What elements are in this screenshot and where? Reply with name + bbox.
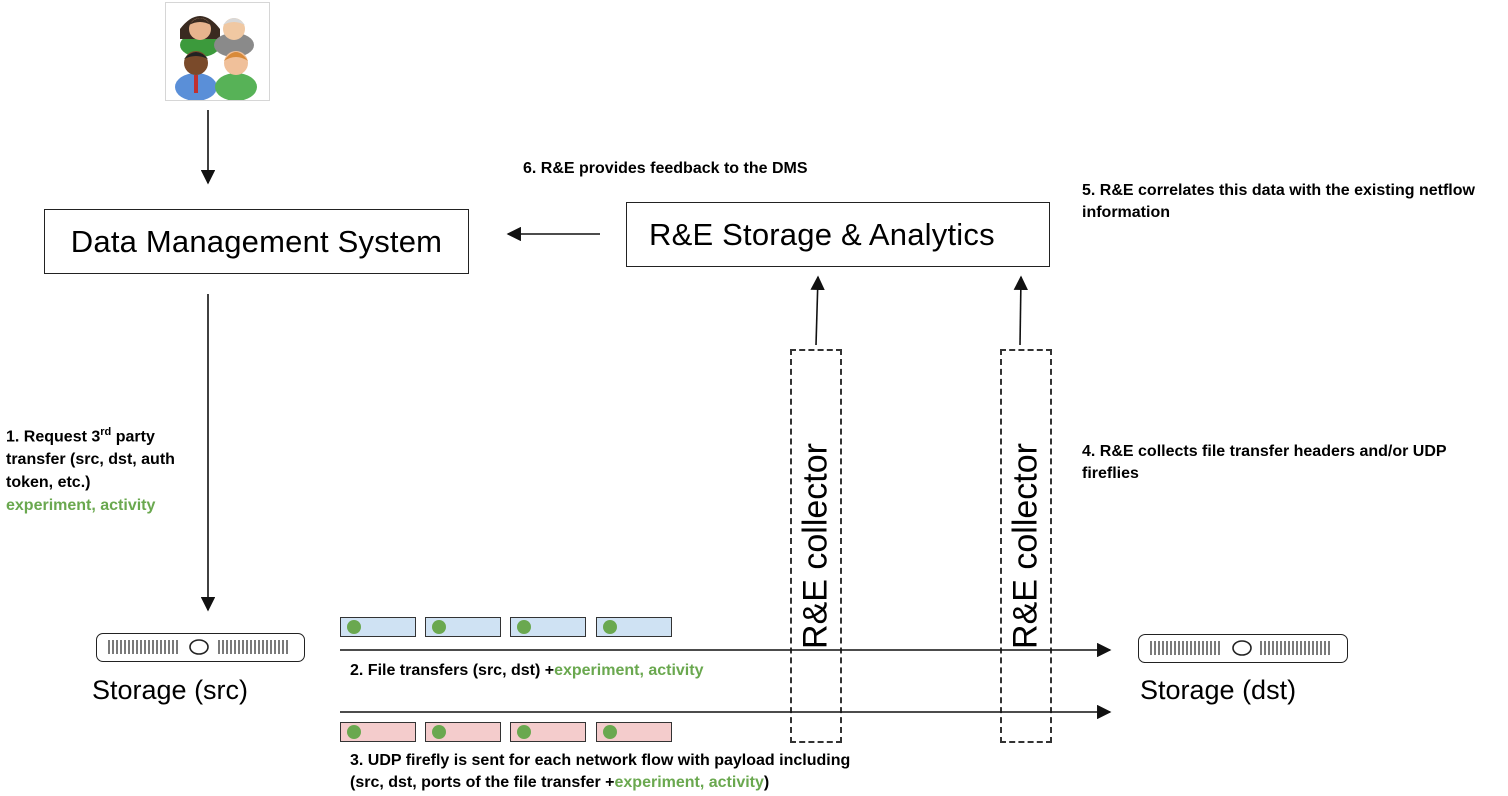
udp-firefly-packet <box>425 722 501 742</box>
file-transfer-packet <box>596 617 672 637</box>
storage-server-icon <box>96 633 305 662</box>
packet-dot <box>517 620 531 634</box>
step-4-note: 4. R&E collects file transfer headers an… <box>1082 443 1447 482</box>
file-transfer-packet <box>340 617 416 637</box>
data-management-system-box: Data Management System <box>44 209 469 274</box>
udp-firefly-packet <box>596 722 672 742</box>
packet-dot <box>432 620 446 634</box>
step-2-note: 2. File transfers (src, dst) +experiment… <box>350 662 704 679</box>
file-transfer-packet <box>425 617 501 637</box>
users-group-icon <box>165 2 270 101</box>
packet-dot <box>603 725 617 739</box>
packet-dot <box>432 725 446 739</box>
analytics-title: R&E Storage & Analytics <box>649 216 995 252</box>
udp-firefly-packet <box>510 722 586 742</box>
storage-dst-label: Storage (dst) <box>1140 675 1297 705</box>
packet-dot <box>347 620 361 634</box>
step-1-note: 1. Request 3rd party transfer (src, dst,… <box>6 426 175 515</box>
collector-2: R&E collector <box>1000 349 1052 743</box>
step-6-note: 6. R&E provides feedback to the DMS <box>523 160 808 177</box>
storage-server-icon <box>1138 634 1348 663</box>
file-transfer-packet <box>510 617 586 637</box>
udp-firefly-packet <box>340 722 416 742</box>
step-5-note: 5. R&E correlates this data with the exi… <box>1082 182 1475 221</box>
collector-1: R&E collector <box>790 349 842 743</box>
analytics-box: R&E Storage & Analytics <box>626 202 1050 267</box>
packet-dot <box>603 620 617 634</box>
arrow-collector-2 <box>1013 275 1029 346</box>
storage-src-label: Storage (src) <box>92 675 249 705</box>
dms-title: Data Management System <box>70 223 443 259</box>
step-3-note: 3. UDP firefly is sent for each network … <box>350 752 851 791</box>
packet-dot <box>347 725 361 739</box>
packet-dot <box>517 725 531 739</box>
arrow-collector-1 <box>810 275 825 346</box>
